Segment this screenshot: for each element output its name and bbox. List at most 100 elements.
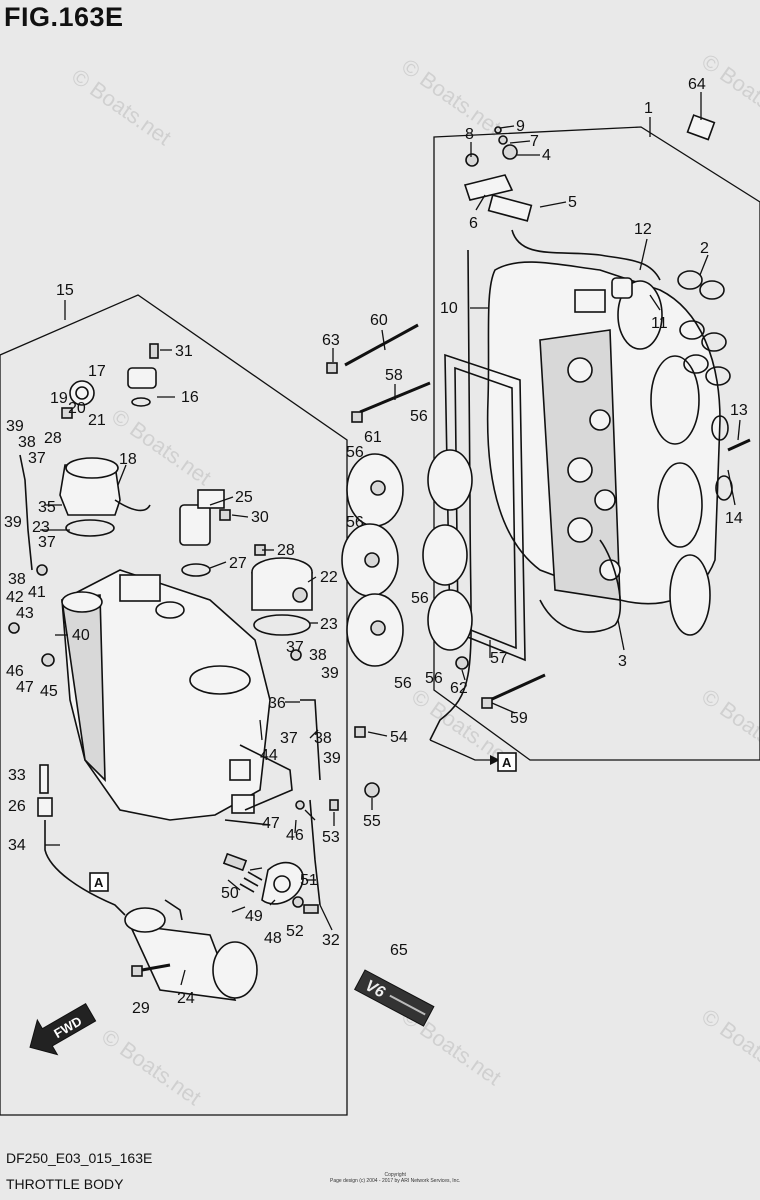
callout-10: 10: [440, 300, 458, 317]
callout-35: 35: [38, 499, 56, 516]
callout-39: 39: [6, 418, 24, 435]
copyright-notice: Copyright Page design (c) 2004 - 2017 by…: [330, 1172, 460, 1184]
callout-38b: 38: [8, 571, 26, 588]
ref-a-label-left: A: [94, 875, 104, 890]
watermark-text: © Boats.net: [697, 1004, 760, 1091]
callout-8: 8: [465, 126, 474, 143]
callout-6: 6: [469, 215, 478, 232]
callout-63: 63: [322, 332, 340, 349]
callout-65: 65: [390, 942, 408, 959]
callout-56: 56: [410, 408, 428, 425]
callout-52: 52: [286, 923, 304, 940]
callout-9: 9: [516, 118, 525, 135]
callout-49: 49: [245, 908, 263, 925]
intake-manifold: [486, 261, 721, 636]
callout-55: 55: [363, 813, 381, 830]
callout-1: 1: [644, 100, 653, 117]
lever-assembly: [224, 744, 305, 826]
callout-20: 20: [68, 400, 86, 417]
callout-15: 15: [56, 282, 74, 299]
diagram-code: DF250_E03_015_163E: [6, 1150, 153, 1166]
callout-18: 18: [119, 451, 137, 468]
callout-45: 45: [40, 683, 58, 700]
callout-37b: 37: [38, 534, 56, 551]
callout-23b: 23: [320, 616, 338, 633]
ref-a-box-right: [497, 752, 517, 772]
callout-37: 37: [28, 450, 46, 467]
callout-32: 32: [322, 932, 340, 949]
callout-56d: 56: [411, 590, 429, 607]
reference-markers: A A: [89, 739, 517, 892]
callout-14: 14: [725, 510, 743, 527]
intake-manifold-group-frame: [433, 126, 760, 761]
callout-34: 34: [8, 837, 26, 854]
watermark-text: © Boats.net: [97, 1024, 206, 1111]
vacuum-hose-10: [429, 249, 472, 741]
watermark-text: © Boats.net: [397, 54, 506, 141]
callout-56c: 56: [346, 514, 364, 531]
callout-53: 53: [322, 829, 340, 846]
callout-43: 43: [16, 605, 34, 622]
callout-41: 41: [28, 584, 46, 601]
callout-27: 27: [229, 555, 247, 572]
throttle-valve: [251, 544, 313, 636]
figure-title: FIG.163E: [4, 2, 124, 32]
callout-17: 17: [88, 363, 106, 380]
callout-57: 57: [490, 650, 508, 667]
callout-21: 21: [88, 412, 106, 429]
callout-38: 38: [18, 434, 36, 451]
wire-harness-3: [539, 539, 622, 633]
callout-12: 12: [634, 221, 652, 238]
callout-29: 29: [132, 1000, 150, 1017]
callout-38d: 38: [314, 730, 332, 747]
gasket-stack-2: [677, 270, 733, 501]
callout-46: 46: [6, 663, 24, 680]
map-sensor: [127, 343, 159, 407]
callout-23: 23: [32, 519, 50, 536]
callout-61: 61: [364, 429, 382, 446]
callout-58: 58: [385, 367, 403, 384]
callout-3: 3: [618, 653, 627, 670]
copyright-line-1: Copyright: [384, 1172, 406, 1178]
callout-2: 2: [700, 240, 709, 257]
callout-25: 25: [235, 489, 253, 506]
sensor-cluster: [463, 114, 716, 313]
callout-48: 48: [264, 930, 282, 947]
throttle-body-housing: [61, 569, 271, 821]
callout-40: 40: [72, 627, 90, 644]
fwd-arrow: FWD: [29, 1002, 97, 1056]
callout-37c: 37: [286, 639, 304, 656]
callout-38c: 38: [309, 647, 327, 664]
bolts-left: [131, 726, 380, 977]
callout-39d: 39: [323, 750, 341, 767]
callout-36: 36: [268, 695, 286, 712]
idle-speed-valve: [179, 489, 231, 577]
throttle-actuator: [222, 852, 304, 908]
callout-54: 54: [390, 729, 408, 746]
leader-lines: [40, 92, 741, 986]
ref-a-box-left: [89, 872, 109, 892]
callout-47: 47: [16, 679, 34, 696]
watermark-text: © Boats.net: [697, 684, 760, 771]
callout-47b: 47: [262, 815, 280, 832]
diagram-caption: THROTTLE BODY: [6, 1176, 124, 1192]
callout-28: 28: [277, 542, 295, 559]
callout-39b: 39: [4, 514, 22, 531]
callout-56f: 56: [425, 670, 443, 687]
callout-28b: 28: [44, 430, 62, 447]
callout-11: 11: [651, 315, 668, 332]
callout-50: 50: [221, 885, 239, 902]
callout-39c: 39: [321, 665, 339, 682]
callout-60: 60: [370, 312, 388, 329]
callout-19: 19: [50, 390, 68, 407]
callout-26: 26: [8, 798, 26, 815]
callout-62: 62: [450, 680, 468, 697]
throttle-cylinder: [124, 899, 258, 1001]
callout-59: 59: [510, 710, 528, 727]
callout-37d: 37: [280, 730, 298, 747]
callout-64: 64: [688, 76, 706, 93]
callout-22: 22: [320, 569, 338, 586]
link-rods: [8, 454, 321, 906]
callout-56b: 56: [346, 444, 364, 461]
